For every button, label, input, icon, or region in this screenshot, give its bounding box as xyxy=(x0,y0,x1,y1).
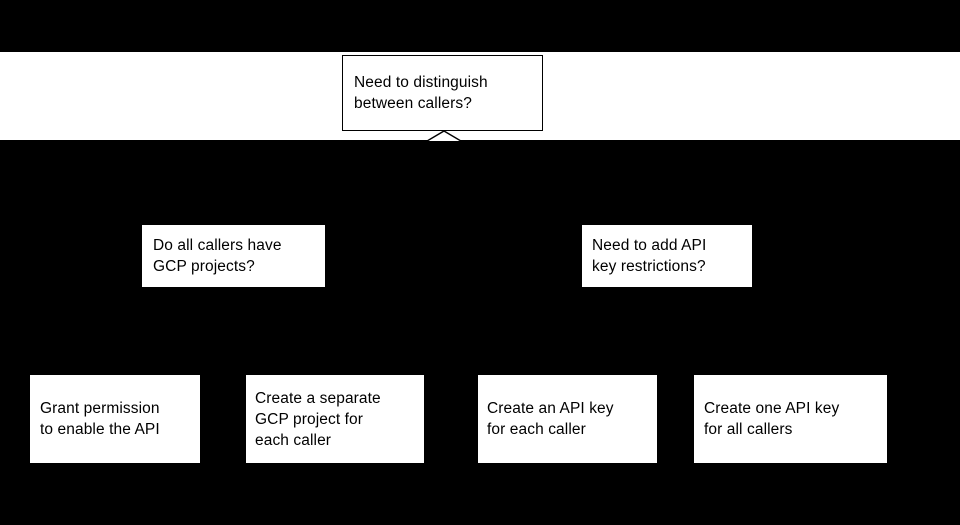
flowchart-node-create-an-api-key-for-each-caller[interactable]: Create an API key for each caller xyxy=(478,375,657,463)
flowchart-node-need-to-add-api-key-restrictions[interactable]: Need to add API key restrictions? xyxy=(582,225,752,287)
flowchart-node-need-to-distinguish-between-callers[interactable]: Need to distinguish between callers? xyxy=(342,55,543,131)
root-branch-chevron-connector xyxy=(421,130,467,141)
flowchart-node-do-all-callers-have-gcp-projects[interactable]: Do all callers have GCP projects? xyxy=(142,225,325,287)
node-label: Grant permission to enable the API xyxy=(40,400,160,438)
node-label: Need to distinguish between callers? xyxy=(354,74,488,112)
node-label: Need to add API key restrictions? xyxy=(592,237,707,275)
flowchart-node-grant-permission-to-enable-the-api[interactable]: Grant permission to enable the API xyxy=(30,375,200,463)
node-label: Create an API key for each caller xyxy=(487,400,614,438)
chevron-up-icon xyxy=(425,130,463,141)
node-label: Do all callers have GCP projects? xyxy=(153,237,282,275)
flowchart-node-create-a-separate-gcp-project-for-each-caller[interactable]: Create a separate GCP project for each c… xyxy=(246,375,424,463)
node-label: Create one API key for all callers xyxy=(704,400,840,438)
flowchart-node-create-one-api-key-for-all-callers[interactable]: Create one API key for all callers xyxy=(694,375,887,463)
node-label: Create a separate GCP project for each c… xyxy=(255,389,381,449)
